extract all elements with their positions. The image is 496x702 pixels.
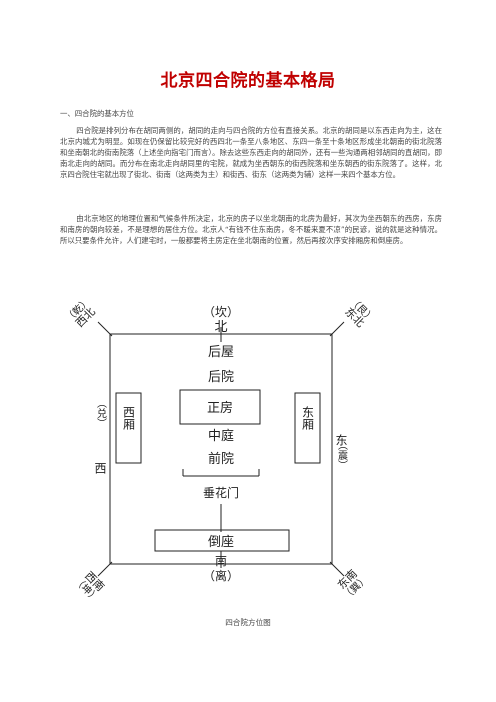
qianyuan-label: 前院 xyxy=(208,451,234,467)
east-label: 东 xyxy=(334,434,348,446)
daozuo-label: 倒座 xyxy=(208,535,234,550)
zhongting-label: 中庭 xyxy=(208,428,234,444)
se-diagonal xyxy=(329,561,345,577)
page-title: 北京四合院的基本格局 xyxy=(160,71,336,91)
paragraph-2: 由北京地区的地理位置和气候条件所决定，北京的房子以坐北朝南的北房为最好，其次为坐… xyxy=(60,214,442,246)
figure-caption: 四合院方位图 xyxy=(225,618,271,627)
houyuan-label: 后院 xyxy=(208,370,234,385)
xixiang-label: 西厢 xyxy=(122,406,136,430)
paragraph-1: 四合院是排列分布在胡同两侧的，胡同的走向与四合院的方位有直接关系。北京的胡同是以… xyxy=(60,126,442,180)
sw-diagonal xyxy=(97,561,113,577)
west-label: 西 xyxy=(93,462,107,474)
xixiang-box xyxy=(115,392,142,464)
dongxiang-box xyxy=(294,392,321,464)
south-label: 南 xyxy=(215,553,227,568)
north-paren-label: （坎） xyxy=(203,305,239,319)
nw-diagonal xyxy=(97,321,113,337)
dongxiang-label: 东厢 xyxy=(301,406,315,430)
chuihuamen-label: 垂花门 xyxy=(203,485,239,500)
houwu-label: 后屋 xyxy=(208,345,234,360)
zhengfang-label: 正房 xyxy=(207,400,233,416)
west-paren-label: （兑） xyxy=(95,398,107,428)
north-label: 北 xyxy=(214,320,227,335)
south-paren-label: （离） xyxy=(203,568,239,583)
zhengfang-box xyxy=(179,389,261,425)
daozuo-box xyxy=(154,529,290,552)
section-heading: 一、四合院的基本方位 xyxy=(60,109,134,118)
east-paren-label: （震） xyxy=(336,440,348,470)
ne-diagonal xyxy=(329,321,345,337)
